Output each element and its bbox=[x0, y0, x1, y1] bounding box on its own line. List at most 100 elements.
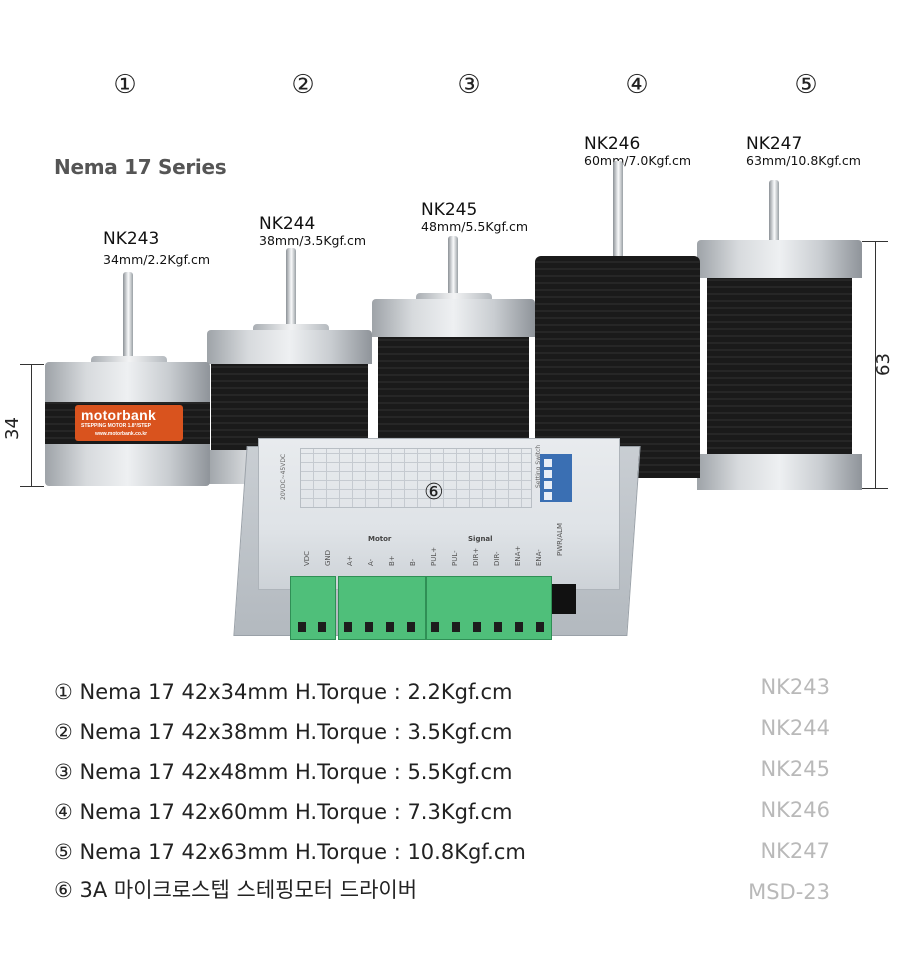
terminal-screw bbox=[515, 622, 523, 632]
motor-boss bbox=[416, 293, 492, 301]
motor-model: NK247 bbox=[746, 134, 803, 154]
motor-model: NK243 bbox=[103, 229, 160, 249]
motor-shaft bbox=[448, 236, 458, 300]
dimension-63: 63 bbox=[873, 353, 894, 376]
motor-body bbox=[211, 364, 368, 450]
motor-shaft bbox=[123, 272, 133, 363]
motor-front-flange bbox=[372, 299, 535, 337]
motor-model: NK246 bbox=[584, 134, 641, 154]
motor-label-nk244: NK244 38mm/3.5Kgf.cm bbox=[259, 215, 366, 248]
motor-boss bbox=[253, 324, 329, 332]
brand-name: motorbank bbox=[81, 407, 157, 423]
motor-label-nk247: NK247 63mm/10.8Kgf.cm bbox=[746, 135, 861, 168]
series-title: Nema 17 Series bbox=[54, 155, 227, 179]
model-code-1: NK243 bbox=[760, 675, 830, 699]
alarm-label: PWR/ALM bbox=[556, 522, 564, 556]
terminal-label: A- bbox=[367, 558, 375, 566]
model-code-6: MSD-23 bbox=[748, 880, 830, 904]
terminal-label: B+ bbox=[388, 555, 396, 566]
terminal-label: ENA+ bbox=[514, 545, 522, 566]
motor-label-nk245: NK245 48mm/5.5Kgf.cm bbox=[421, 201, 528, 234]
motor-shaft bbox=[286, 248, 296, 331]
driver-msd-23: 20VDC~45VDC Setting Switch ⑥ Motor Signa… bbox=[233, 438, 641, 640]
motor-boss bbox=[91, 356, 167, 364]
model-code-2: NK244 bbox=[760, 716, 830, 740]
dim-tick-bottom-left bbox=[20, 486, 44, 487]
motor-model: NK244 bbox=[259, 214, 316, 234]
terminal-screw bbox=[407, 622, 415, 632]
motor-spec: 34mm/2.2Kgf.cm bbox=[103, 252, 210, 267]
motor-model: NK245 bbox=[421, 200, 478, 220]
microstep-table bbox=[300, 448, 532, 508]
signal-terminal-block[interactable] bbox=[426, 576, 552, 640]
motor-front-flange bbox=[697, 240, 862, 278]
dim-tick-bottom-right bbox=[862, 488, 888, 489]
terminal-label: A+ bbox=[346, 555, 354, 566]
terminal-screw bbox=[431, 622, 439, 632]
terminal-screw bbox=[452, 622, 460, 632]
motor-nk247 bbox=[697, 180, 862, 490]
motor-label-nk243: NK243 34mm/2.2Kgf.cm bbox=[103, 230, 210, 267]
terminal-screw bbox=[344, 622, 352, 632]
terminal-label: PUL- bbox=[451, 550, 459, 566]
dimension-34: 34 bbox=[2, 417, 23, 440]
motor-body bbox=[707, 278, 852, 454]
spec-row-6: ⑥ 3A 마이크로스텝 스테핑모터 드라이버 bbox=[54, 878, 418, 902]
motor-nk244 bbox=[207, 248, 372, 484]
model-code-3: NK245 bbox=[760, 757, 830, 781]
motor-terminal-block[interactable] bbox=[338, 576, 426, 640]
motor-number-2: ② bbox=[291, 70, 315, 100]
dim-line-left bbox=[31, 364, 32, 486]
motor-rear-cap bbox=[697, 454, 862, 490]
voltage-label: 20VDC~45VDC bbox=[280, 453, 287, 500]
terminal-label: DIR- bbox=[493, 551, 501, 566]
power-terminal-block[interactable] bbox=[290, 576, 336, 640]
model-code-5: NK247 bbox=[760, 839, 830, 863]
driver-number: ⑥ bbox=[424, 480, 444, 505]
motor-number-3: ③ bbox=[457, 70, 481, 100]
spec-row-4: ④ Nema 17 42x60mm H.Torque : 7.3Kgf.cm bbox=[54, 800, 513, 824]
motor-spec: 63mm/10.8Kgf.cm bbox=[746, 153, 861, 168]
spec-row-1: ① Nema 17 42x34mm H.Torque : 2.2Kgf.cm bbox=[54, 680, 513, 704]
dim-tick-top-left bbox=[20, 364, 44, 365]
terminal-screw bbox=[494, 622, 502, 632]
signal-section-label: Signal bbox=[468, 535, 493, 543]
dip-toggle[interactable] bbox=[544, 459, 552, 467]
motor-number-1: ① bbox=[113, 70, 137, 100]
spec-row-3: ③ Nema 17 42x48mm H.Torque : 5.5Kgf.cm bbox=[54, 760, 513, 784]
dip-toggle[interactable] bbox=[544, 470, 552, 478]
terminal-label: PUL+ bbox=[430, 546, 438, 566]
terminal-screw bbox=[298, 622, 306, 632]
motor-spec: 48mm/5.5Kgf.cm bbox=[421, 219, 528, 234]
dip-switch[interactable] bbox=[540, 454, 572, 502]
dim-line-right bbox=[875, 241, 876, 488]
dip-toggle[interactable] bbox=[544, 481, 552, 489]
terminal-screw bbox=[473, 622, 481, 632]
motor-number-5: ⑤ bbox=[794, 70, 818, 100]
motor-shaft bbox=[769, 180, 779, 242]
motor-spec: 60mm/7.0Kgf.cm bbox=[584, 153, 691, 168]
terminal-label: ENA- bbox=[535, 549, 543, 566]
brand-sub: STEPPING MOTOR 1.8°/STEP bbox=[81, 423, 151, 429]
terminal-label: VDC bbox=[303, 550, 311, 566]
terminal-label: B- bbox=[409, 558, 417, 566]
terminal-screw bbox=[365, 622, 373, 632]
motorbank-logo: motorbank STEPPING MOTOR 1.8°/STEP www.m… bbox=[75, 405, 183, 441]
motor-front-flange bbox=[207, 330, 372, 364]
motor-spec: 38mm/3.5Kgf.cm bbox=[259, 233, 366, 248]
terminal-screw bbox=[318, 622, 326, 632]
terminal-label: DIR+ bbox=[472, 547, 480, 566]
terminal-screw bbox=[536, 622, 544, 632]
terminal-label: GND bbox=[324, 549, 332, 566]
motor-shaft bbox=[613, 161, 623, 257]
motor-number-4: ④ bbox=[625, 70, 649, 100]
terminal-screw bbox=[386, 622, 394, 632]
model-code-4: NK246 bbox=[760, 798, 830, 822]
motor-nk243: motorbank STEPPING MOTOR 1.8°/STEP www.m… bbox=[45, 272, 210, 486]
motor-label-nk246: NK246 60mm/7.0Kgf.cm bbox=[584, 135, 691, 168]
pwr-alm-led bbox=[552, 584, 576, 614]
dip-toggle[interactable] bbox=[544, 492, 552, 500]
spec-row-5: ⑤ Nema 17 42x63mm H.Torque : 10.8Kgf.cm bbox=[54, 840, 526, 864]
motor-section-label: Motor bbox=[368, 535, 392, 543]
spec-row-2: ② Nema 17 42x38mm H.Torque : 3.5Kgf.cm bbox=[54, 720, 513, 744]
